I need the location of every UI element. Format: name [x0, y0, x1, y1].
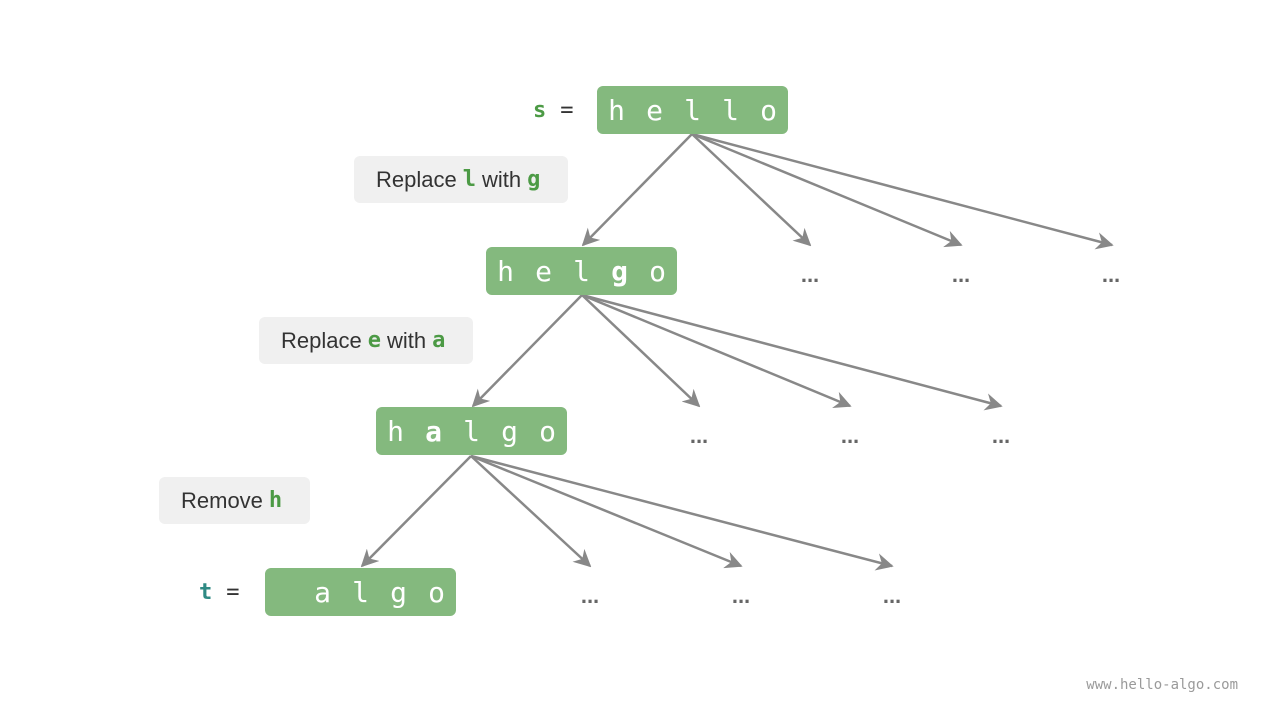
ellipsis-branch: ...: [840, 423, 860, 448]
ellipsis-branch: ...: [800, 262, 820, 287]
watermark: www.hello-algo.com: [1086, 677, 1238, 693]
target-equals: =: [226, 579, 240, 605]
op-arg-from: l: [462, 167, 476, 192]
edge-arrow: [581, 293, 852, 409]
source-equals: =: [560, 97, 574, 123]
node-char: l: [684, 93, 701, 127]
edge-arrow: [581, 294, 701, 408]
op-verb: Remove: [181, 487, 263, 513]
ellipsis-branch: ...: [882, 583, 902, 608]
node-char: l: [722, 93, 739, 127]
target-variable: t =: [199, 568, 240, 616]
ellipsis-branch: ...: [951, 262, 971, 287]
node-char: e: [646, 93, 663, 127]
node-char: l: [352, 575, 369, 609]
node-char: e: [535, 254, 552, 288]
ellipsis-branch: ...: [731, 583, 751, 608]
edge-arrow: [691, 133, 812, 247]
edge-arrow: [360, 455, 472, 568]
node-char: g: [501, 414, 518, 448]
ellipsis-branch: ...: [1101, 262, 1121, 287]
op-arg-from: h: [268, 488, 283, 513]
edge-arrow: [691, 132, 963, 248]
edge-arrow: [691, 132, 1114, 250]
node-char: o: [539, 414, 556, 448]
source-var-name: s: [533, 97, 547, 123]
node-char: o: [428, 575, 445, 609]
node-char: g: [611, 254, 628, 288]
edge-arrow: [471, 294, 583, 408]
ellipsis-branch: ...: [991, 423, 1011, 448]
operation-label-replace-e-a: Replace e with a: [259, 317, 474, 364]
node-char: o: [649, 254, 666, 288]
edge-arrow: [470, 455, 592, 568]
op-verb: Replace: [281, 327, 362, 353]
node-char: l: [463, 414, 480, 448]
node-char: o: [760, 93, 777, 127]
op-with: with: [481, 166, 522, 192]
node-char: h: [608, 93, 625, 127]
edge-arrow: [470, 454, 743, 569]
node-char: h: [497, 254, 514, 288]
operation-label-remove-h: Remove h: [159, 477, 311, 524]
op-with: with: [386, 327, 427, 353]
operation-label-replace-l-g: Replace l with g: [354, 156, 569, 203]
ellipsis-branch: ...: [580, 583, 600, 608]
node-char: l: [573, 254, 590, 288]
edge-arrow: [470, 454, 894, 571]
node-char: a: [314, 575, 331, 609]
source-variable: s =: [533, 86, 574, 134]
node-char: a: [425, 414, 442, 448]
node-char: h: [387, 414, 404, 448]
target-var-name: t: [199, 579, 213, 605]
edge-arrow: [581, 133, 693, 247]
ellipsis-branch: ...: [689, 423, 709, 448]
edge-arrow: [581, 293, 1003, 411]
node-char: g: [390, 575, 407, 609]
op-arg-to: a: [432, 328, 446, 353]
op-arg-from: e: [367, 328, 381, 353]
op-verb: Replace: [376, 166, 457, 192]
op-arg-to: g: [527, 167, 541, 192]
